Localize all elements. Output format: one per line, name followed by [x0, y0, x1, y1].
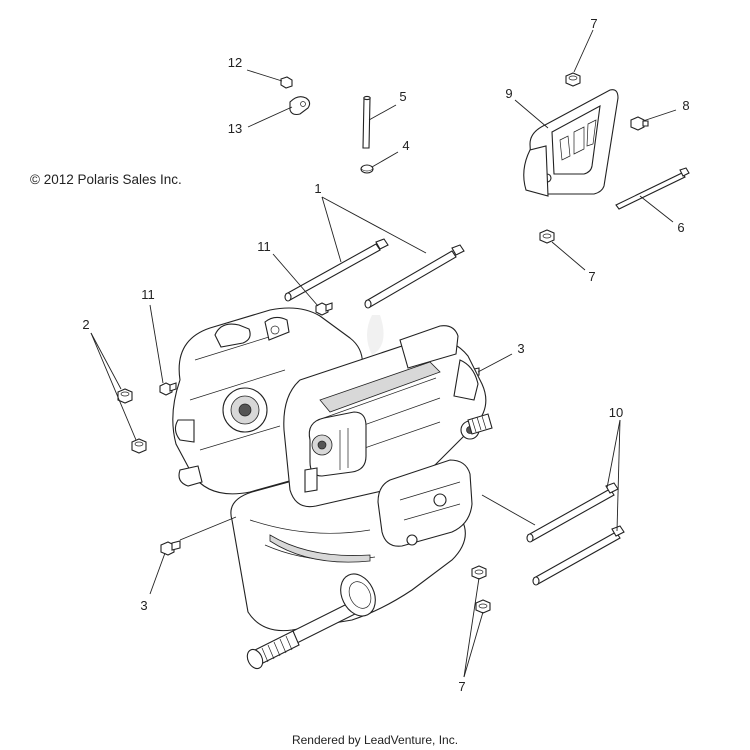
part-2-nut-b	[131, 438, 147, 454]
footer-credit: Rendered by LeadVenture, Inc.	[291, 733, 459, 747]
part-10-bolt-b	[532, 525, 625, 586]
callout-11-top: 11	[257, 239, 271, 254]
callout-7-top: 7	[590, 16, 597, 31]
part-10-bolt-a	[526, 482, 619, 543]
copyright-notice: © 2012 Polaris Sales Inc.	[30, 172, 182, 187]
part-7-nut-middle	[539, 229, 555, 244]
part-7-nut-top	[565, 72, 581, 87]
part-4-clip	[360, 164, 374, 174]
callout-6: 6	[677, 220, 684, 235]
callout-10: 10	[609, 405, 623, 420]
callout-5: 5	[399, 89, 406, 104]
callout-labels: 12 13 5 4 7 9 8 1 6 11 7 11 2 3 10 3 7	[82, 16, 689, 694]
callout-13: 13	[228, 121, 242, 136]
callout-9: 9	[505, 86, 512, 101]
gearcase-assembly	[172, 307, 493, 670]
part-7-nut-bottom-b	[475, 599, 491, 614]
callout-12: 12	[228, 55, 242, 70]
part-9-bracket	[523, 89, 619, 197]
callout-4: 4	[402, 138, 409, 153]
part-12-nut	[280, 76, 293, 89]
callout-8: 8	[682, 98, 689, 113]
part-3-bolt-left	[160, 540, 181, 556]
leader-lines	[90, 29, 677, 678]
part-1-bolt-a	[284, 238, 389, 302]
callout-3-left: 3	[140, 598, 147, 613]
part-11-bolt-left	[159, 382, 177, 396]
part-6-bolt	[615, 167, 690, 210]
part-8-bolt	[630, 116, 649, 131]
watermark-logo	[367, 315, 384, 355]
callout-2: 2	[82, 317, 89, 332]
part-13-clip	[289, 96, 311, 116]
callout-7-middle: 7	[588, 269, 595, 284]
callout-7-bottom: 7	[458, 679, 465, 694]
callout-3-right: 3	[517, 341, 524, 356]
part-11-bolt-top	[315, 302, 333, 316]
part-5-pin	[362, 95, 371, 149]
part-7-nut-bottom-a	[471, 565, 487, 580]
part-1-bolt-b	[364, 244, 465, 309]
part-2-nut-a	[117, 388, 133, 404]
callout-1: 1	[314, 181, 321, 196]
callout-11-left: 11	[141, 287, 155, 302]
